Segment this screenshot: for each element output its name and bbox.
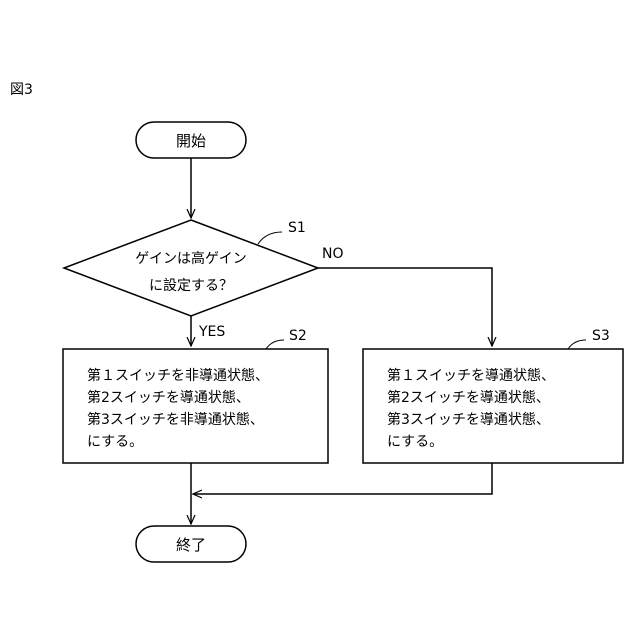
s2-text-line3: 第3スイッチを非導通状態、 xyxy=(87,411,264,428)
step-label-s2: S2 xyxy=(289,328,307,344)
s3-text-line2: 第2スイッチを導通状態、 xyxy=(387,389,550,406)
s3-text-line4: にする。 xyxy=(387,434,443,450)
decision-text-line1: ゲインは高ゲイン xyxy=(135,250,246,267)
leader-s3 xyxy=(568,340,586,349)
decision-diamond xyxy=(64,220,318,316)
edge-label-no: NO xyxy=(322,246,344,262)
leader-s1 xyxy=(258,232,282,244)
edge-no xyxy=(318,268,492,346)
s3-text-line1: 第１スイッチを導通状態、 xyxy=(387,367,555,384)
s2-text-line2: 第2スイッチを導通状態、 xyxy=(87,389,250,406)
edge-s3-merge xyxy=(193,463,492,494)
start-label: 開始 xyxy=(176,132,206,150)
step-label-s1: S1 xyxy=(288,220,306,236)
end-label: 終了 xyxy=(176,536,206,554)
step-label-s3: S3 xyxy=(592,328,610,344)
decision-text-line2: に設定する？ xyxy=(149,278,233,294)
s3-text-line3: 第3スイッチを導通状態、 xyxy=(387,411,550,428)
s2-text-line1: 第１スイッチを非導通状態、 xyxy=(87,367,269,384)
s2-text-line4: にする。 xyxy=(87,434,143,450)
figure-label: 図3 xyxy=(10,82,33,98)
leader-s2 xyxy=(266,340,284,349)
edge-label-yes: YES xyxy=(198,324,225,340)
